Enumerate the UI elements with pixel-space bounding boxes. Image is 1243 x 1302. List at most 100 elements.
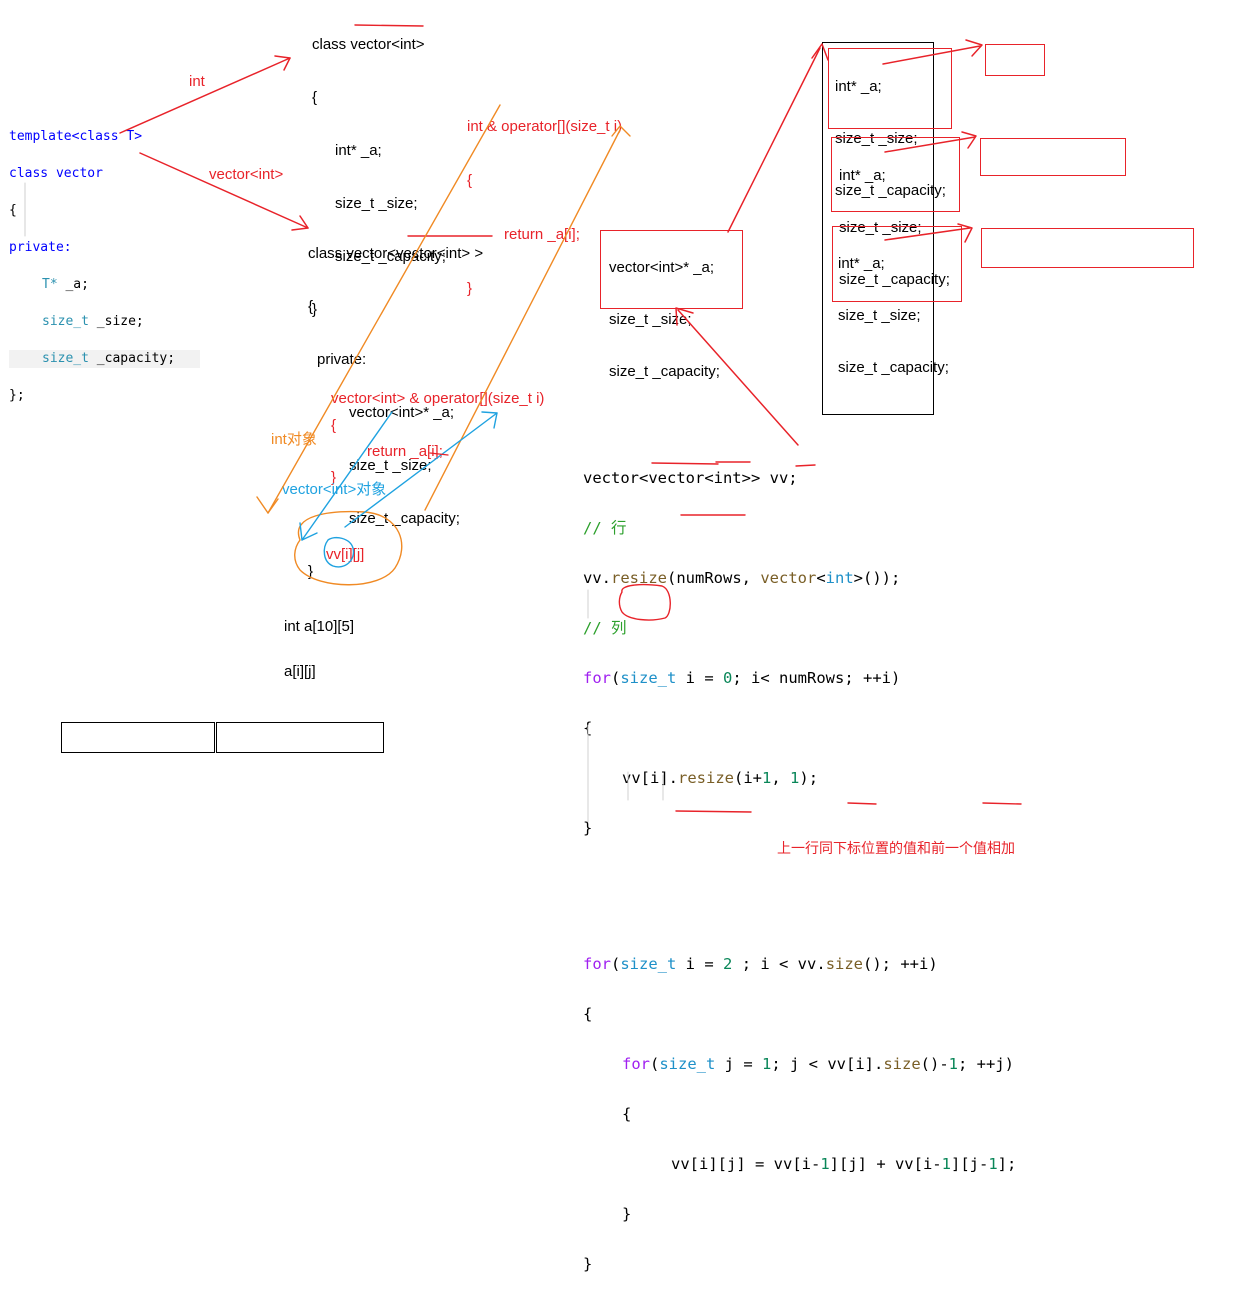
- array-cell-2: [216, 722, 384, 753]
- arrowhead-blue-2: [481, 411, 498, 429]
- cvvi-line-7: }: [308, 562, 314, 580]
- code-line-12: {: [622, 1105, 632, 1123]
- array-declaration: int a[10][5]: [284, 618, 355, 635]
- blue-scribble: [323, 536, 355, 568]
- arrowhead-inner3: [957, 223, 973, 243]
- cvvi-line-1: class vector<vector<int> >: [308, 244, 484, 262]
- op-vector-open: {: [331, 417, 337, 434]
- cvi-line-5: size_t _capacity;: [335, 247, 446, 265]
- arrow-outer-to-array: [727, 47, 821, 233]
- cvi-line-1: class vector<int>: [312, 35, 425, 53]
- arrowhead-orange-1: [256, 496, 279, 514]
- annotation-overlay: [24, 24, 1022, 823]
- template-line-8: };: [9, 387, 25, 403]
- class-vector-vector-int: class vector<vector<int> > { private: ve…: [308, 214, 483, 612]
- op-int-body: return _a[i];: [504, 226, 580, 243]
- arrow-orange-int-object: [267, 104, 501, 514]
- arrow-template-to-vector-vector: [139, 152, 309, 229]
- inner3-field-size: size_t _size;: [838, 307, 921, 324]
- arrowhead-inner1: [965, 39, 983, 57]
- template-line-2: class vector: [9, 165, 103, 181]
- underline-vector-keyword: [651, 462, 719, 465]
- inner2-field-capacity: size_t _capacity;: [839, 271, 950, 288]
- underline-j-left: [847, 802, 877, 805]
- op-int-open: {: [467, 172, 473, 189]
- outer-field-a: vector<int>* _a;: [609, 259, 715, 276]
- arrowhead-1: [274, 55, 291, 71]
- template-line-5: T* _a;: [42, 276, 89, 292]
- op-vector-close: }: [331, 469, 337, 486]
- label-vector-int-object: vector<int>对象: [282, 481, 387, 498]
- template-line-6: size_t _size;: [42, 313, 144, 329]
- label-int-object: int对象: [271, 431, 317, 448]
- cvi-line-2: {: [312, 88, 318, 106]
- arrowhead-outer: [811, 43, 829, 61]
- op-int-close: }: [467, 280, 473, 297]
- underline-vv: [795, 464, 816, 467]
- outer-array-block: [822, 42, 934, 415]
- cvvi-line-2: {: [308, 297, 314, 315]
- code-line-13: vv[i][j] = vv[i-1][j] + vv[i-1][j-1];: [671, 1155, 1017, 1173]
- code-line-7: vv[i].resize(i+1, 1);: [622, 769, 819, 787]
- expression-vv-i-j: vv[i][j]: [326, 546, 365, 563]
- arrow-inner1: [882, 45, 981, 65]
- circle-vv-i: [618, 583, 671, 621]
- inner2-field-size: size_t _size;: [839, 219, 922, 236]
- code-line-5: for(size_t i = 0; i< numRows; ++i): [583, 669, 901, 687]
- code-line-2: // 行: [583, 519, 627, 537]
- inner-vector-struct-1: [828, 48, 952, 129]
- int-array-1: [985, 44, 1045, 76]
- inner3-field-a: int* _a;: [838, 255, 885, 272]
- cvi-line-3: int* _a;: [335, 141, 382, 159]
- label-vector-int: vector<int>: [209, 166, 284, 183]
- arrowhead-vv: [675, 307, 694, 326]
- array-cell-1: [61, 722, 215, 753]
- arrowhead-orange-2: [611, 125, 631, 137]
- outer-vector-fields: vector<int>* _a; size_t _size; size_t _c…: [609, 229, 720, 411]
- outer-field-capacity: size_t _capacity;: [609, 363, 720, 380]
- code-line-blank-2: [583, 916, 1016, 927]
- arrowhead-2: [291, 215, 309, 231]
- cvi-line-4: size_t _size;: [335, 194, 418, 212]
- inner3-field-capacity: size_t _capacity;: [838, 359, 949, 376]
- outer-vector-struct: [600, 230, 743, 309]
- operator-int: int & operator[](size_t i) { return _a[i…: [467, 86, 622, 329]
- arrow-blue-2: [344, 412, 498, 528]
- code-line-8: }: [583, 819, 593, 837]
- arrowhead-blue-1: [299, 522, 318, 541]
- array-access: a[i][j]: [284, 663, 316, 680]
- arrow-template-to-vector-int: [119, 57, 291, 134]
- orange-circle-expression: [294, 510, 403, 586]
- template-class-code: template<class T> class vector { private…: [9, 109, 200, 424]
- code-line-1: vector<vector<int>> vv;: [583, 469, 798, 487]
- code-line-10: {: [583, 1005, 593, 1023]
- inner1-field-capacity: size_t _capacity;: [835, 182, 946, 199]
- arrow-orange-to-op: [424, 129, 621, 511]
- inner2-field-a: int* _a;: [839, 167, 886, 184]
- template-line-1: template<class T>: [9, 128, 143, 144]
- arrow-vv-to-outer: [677, 309, 799, 446]
- inner1-field-size: size_t _size;: [835, 130, 918, 147]
- inner-vector-struct-3: [832, 226, 962, 302]
- code-line-3: vv.resize(numRows, vector<int>());: [583, 569, 901, 587]
- inner1-field-a: int* _a;: [835, 78, 882, 95]
- op-int-signature: int & operator[](size_t i): [467, 118, 623, 135]
- cvvi-line-6: size_t _capacity;: [349, 509, 460, 527]
- template-line-4: private:: [9, 239, 72, 255]
- underline-a-i: [429, 452, 449, 456]
- underline-vector-int: [354, 24, 424, 27]
- cvvi-line-4: vector<int>* _a;: [349, 403, 455, 421]
- label-int: int: [189, 73, 205, 90]
- arrow-blue-1: [301, 411, 393, 541]
- inner-vector-2-fields: int* _a; size_t _size; size_t _capacity;: [839, 137, 950, 319]
- arrowhead-inner2: [961, 131, 977, 149]
- code-line-4: // 列: [583, 619, 627, 637]
- underline-j-minus-1: [982, 802, 1022, 805]
- template-line-7: size_t _capacity;: [9, 349, 200, 368]
- inner-vector-1-fields: int* _a; size_t _size; size_t _capacity;: [835, 48, 946, 230]
- outer-field-size: size_t _size;: [609, 311, 692, 328]
- int-array-3: [981, 228, 1194, 268]
- code-line-9: for(size_t i = 2 ; i < vv.size(); ++i): [583, 955, 938, 973]
- underline-lhs: [675, 810, 752, 813]
- code-line-14: }: [622, 1205, 632, 1223]
